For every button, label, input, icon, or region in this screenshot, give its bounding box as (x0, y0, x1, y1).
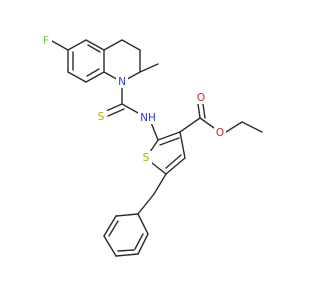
ester-oxygen-label: O (216, 127, 224, 139)
bond (85, 39, 105, 51)
bond (105, 103, 123, 112)
bond (159, 137, 180, 146)
bond (108, 220, 119, 237)
bond (86, 68, 100, 77)
thiophene-ring (149, 131, 186, 175)
carbonyl-oxygen-label: O (197, 92, 205, 104)
bond (153, 173, 167, 195)
bond (103, 235, 117, 257)
amide-nh-label: NH (140, 112, 156, 124)
bond (137, 193, 155, 215)
bond (179, 131, 186, 159)
atom-ester-oxygen: O (214, 126, 226, 139)
bond (107, 108, 125, 117)
bond (87, 44, 101, 53)
thione-sulfur-label: S (98, 111, 105, 123)
bond (157, 131, 181, 141)
bond (151, 162, 167, 175)
bond (197, 103, 201, 119)
bond (67, 71, 87, 83)
atom-thiophene-sulfur: S (141, 151, 152, 164)
bond (199, 117, 215, 129)
bond (115, 253, 139, 257)
bond (134, 233, 144, 250)
molecule-structure: F N S NH S O O (41, 34, 263, 257)
atom-carbonyl-oxygen: O (195, 91, 207, 104)
bond (115, 213, 139, 217)
bond (117, 249, 135, 252)
bond (103, 39, 123, 51)
bond (149, 139, 159, 153)
bond (165, 157, 186, 175)
bond (225, 121, 243, 133)
phenyl-ring (103, 213, 149, 257)
bond (139, 63, 159, 73)
atom-fluorine: F (41, 34, 52, 47)
atom-thione-sulfur: S (96, 110, 107, 123)
bond (121, 103, 141, 115)
bond (179, 117, 201, 133)
atom-ring-nitrogen: N (116, 75, 128, 88)
ring-nitrogen-label: N (118, 76, 126, 88)
molecule-canvas: F N S NH S O O (41, 34, 263, 257)
bond (137, 213, 149, 235)
bond (103, 215, 117, 237)
bond (85, 71, 105, 83)
thiophene-sulfur-label: S (143, 152, 150, 164)
fluorine-label: F (43, 35, 49, 47)
benzo-ring (67, 39, 105, 83)
bond (51, 40, 69, 51)
bond (137, 233, 149, 255)
bond (121, 39, 141, 51)
bond (202, 103, 206, 119)
bond (165, 154, 182, 169)
atom-amide-nh: NH (138, 111, 158, 124)
bond (241, 121, 263, 133)
bond (67, 39, 87, 51)
